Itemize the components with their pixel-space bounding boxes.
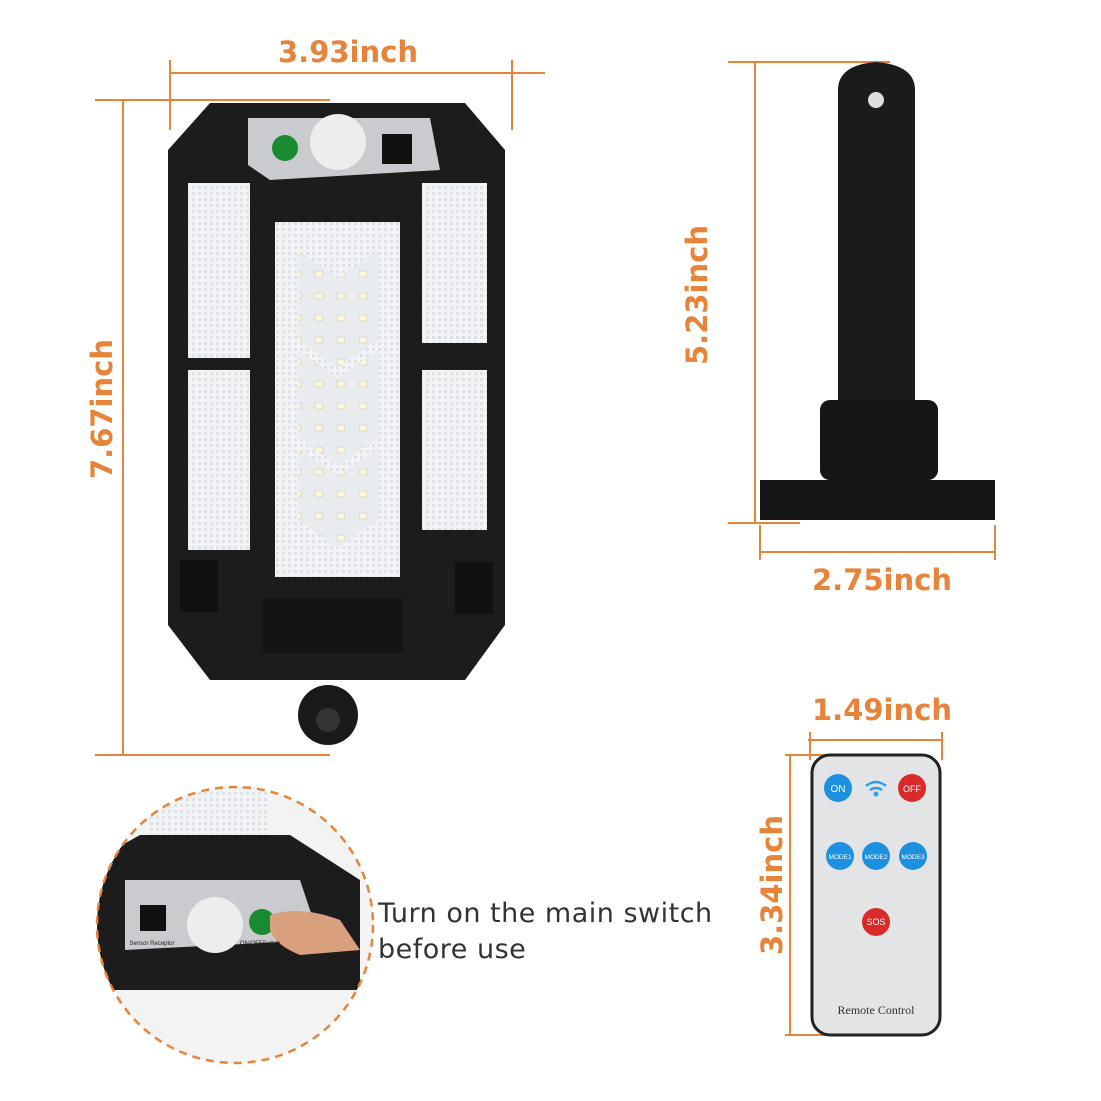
instruction-caption: Turn on the main switch before use [378,896,713,968]
pir-sensor [310,114,366,170]
receptor-label: Sensor Receptor [129,941,174,947]
remote-mode2-button: MODE2 [864,854,888,861]
bracket-width-label: 2.75inch [812,563,952,597]
remote-off-button: OFF [903,784,921,794]
wifi-icon [865,780,887,792]
caption-line-1: Turn on the main switch [378,898,713,929]
sensor-receptor [382,134,412,164]
light-height-label: 7.67inch [85,339,119,479]
remote-width-label: 1.49inch [812,693,952,727]
remote-sos-button: SOS [866,917,885,927]
solar-light-body [168,103,505,745]
light-width-label: 3.93inch [278,35,418,69]
remote-control: ON OFF MODE1 MODE2 MODE3 SOS Remote Cont… [810,753,942,1037]
finger [270,911,360,955]
remote-mode1-button: MODE1 [828,854,852,861]
remote-on-button: ON [831,784,846,795]
switch-detail-inset: Sensor Receptor ON/OFFSwitch [95,785,375,1065]
remote-mode3-button: MODE3 [901,854,925,861]
remote-height-label: 3.34inch [755,815,789,955]
mounting-bracket [760,62,995,520]
bracket-height-label: 5.23inch [680,225,714,365]
remote-label: Remote Control [838,1003,916,1017]
dimension-lines [95,60,996,1036]
caption-line-2: before use [378,934,527,965]
on-off-switch [272,135,298,161]
switch-label: ON/OFFSwitch [240,941,280,947]
